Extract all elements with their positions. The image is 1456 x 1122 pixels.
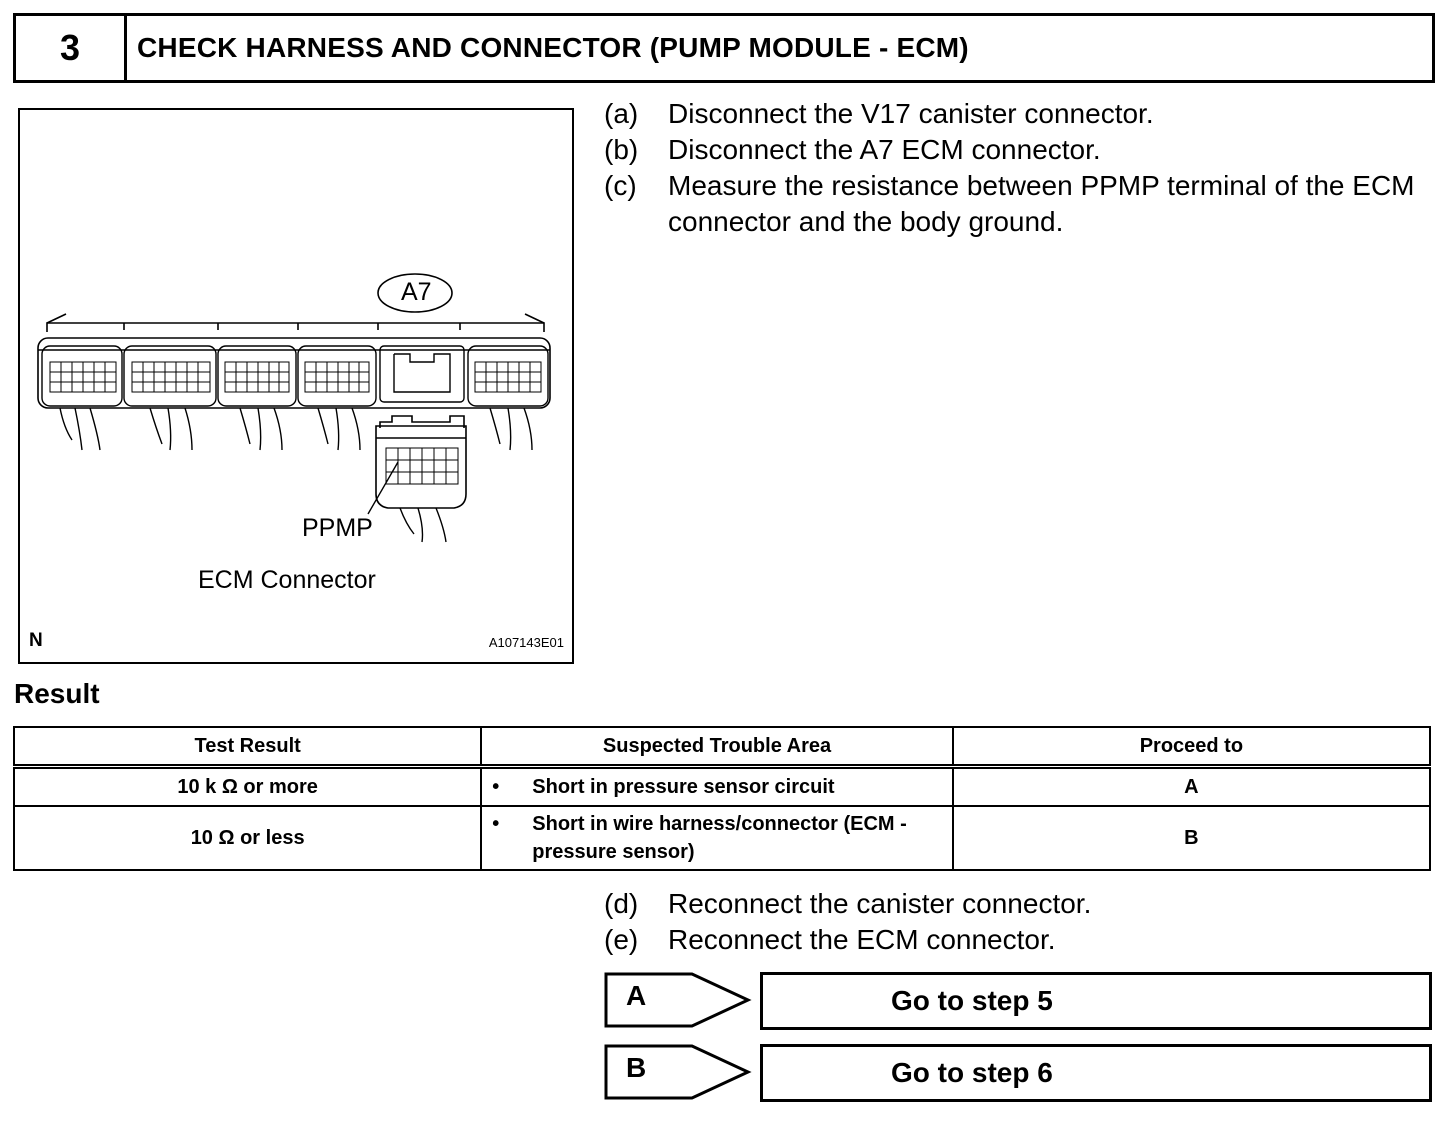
step-header: 3 CHECK HARNESS AND CONNECTOR (PUMP MODU… <box>13 13 1435 83</box>
result-heading: Result <box>14 678 100 709</box>
connector-drawing <box>37 273 551 543</box>
table-row: 10 Ω or less • Short in wire harness/conn… <box>12 805 1432 871</box>
figure-caption: ECM Connector <box>198 566 376 594</box>
step-number: 3 <box>16 16 127 80</box>
procedure-steps-bottom: (d) Reconnect the canister connector. (e… <box>604 886 1428 958</box>
figure-corner-mark: N <box>29 630 43 651</box>
step-title: CHECK HARNESS AND CONNECTOR (PUMP MODULE… <box>137 32 969 63</box>
goto-branch-a: A Go to step 5 <box>604 972 1432 1030</box>
test-result-cell: 10 k Ω or more <box>12 765 483 807</box>
step-item: (d) Reconnect the canister connector. <box>604 886 1428 922</box>
proceed-cell: B <box>951 805 1432 871</box>
step-label: (b) <box>604 134 639 165</box>
trouble-area-cell: • Short in pressure sensor circuit <box>480 765 954 807</box>
branch-letter: B <box>626 1052 647 1083</box>
step-label: (c) <box>604 170 637 201</box>
step-text: Measure the resistance between PPMP term… <box>668 170 1415 237</box>
step-label: (a) <box>604 98 639 129</box>
figure-code: A107143E01 <box>488 635 564 650</box>
column-header: Test Result <box>12 726 483 769</box>
result-table: Test Result Suspected Trouble Area Proce… <box>12 726 1432 871</box>
trouble-area-cell: • Short in wire harness/connector (ECM - … <box>480 805 954 871</box>
column-header: Suspected Trouble Area <box>480 726 954 769</box>
step-item: (c) Measure the resistance between PPMP … <box>604 168 1428 240</box>
column-header: Proceed to <box>951 726 1432 769</box>
step-text: Disconnect the A7 ECM connector. <box>668 134 1101 165</box>
trouble-area-text: Short in wire harness/connector (ECM - p… <box>532 813 907 863</box>
arrow-tag-icon <box>604 1044 752 1100</box>
step-text: Disconnect the V17 canister connector. <box>668 98 1154 129</box>
terminal-label: PPMP <box>302 514 373 542</box>
step-item: (a) Disconnect the V17 canister connecto… <box>604 96 1428 132</box>
ecm-connector-illustration: A7 PPMP ECM Connector N A107143E01 <box>18 108 574 664</box>
goto-branch-b: B Go to step 6 <box>604 1044 1432 1102</box>
step-item: (e) Reconnect the ECM connector. <box>604 922 1428 958</box>
branch-letter: A <box>626 980 647 1011</box>
goto-text: Go to step 6 <box>891 1057 1053 1088</box>
bullet-icon: • <box>492 776 500 798</box>
table-header-row: Test Result Suspected Trouble Area Proce… <box>12 726 1432 769</box>
proceed-cell: A <box>951 765 1432 807</box>
step-label: (e) <box>604 924 639 955</box>
test-result-cell: 10 Ω or less <box>12 805 483 871</box>
bullet-icon: • <box>492 813 500 835</box>
goto-step-6-box: Go to step 6 <box>760 1044 1432 1102</box>
procedure-steps-top: (a) Disconnect the V17 canister connecto… <box>604 96 1428 240</box>
goto-text: Go to step 5 <box>891 985 1053 1016</box>
step-text: Reconnect the canister connector. <box>668 888 1092 919</box>
goto-step-5-box: Go to step 5 <box>760 972 1432 1030</box>
table-row: 10 k Ω or more • Short in pressure sensor… <box>12 765 1432 807</box>
step-item: (b) Disconnect the A7 ECM connector. <box>604 132 1428 168</box>
connector-id-label: A7 <box>401 278 432 306</box>
arrow-tag-icon <box>604 972 752 1028</box>
step-text: Reconnect the ECM connector. <box>668 924 1056 955</box>
step-label: (d) <box>604 888 639 919</box>
trouble-area-text: Short in pressure sensor circuit <box>532 776 835 798</box>
